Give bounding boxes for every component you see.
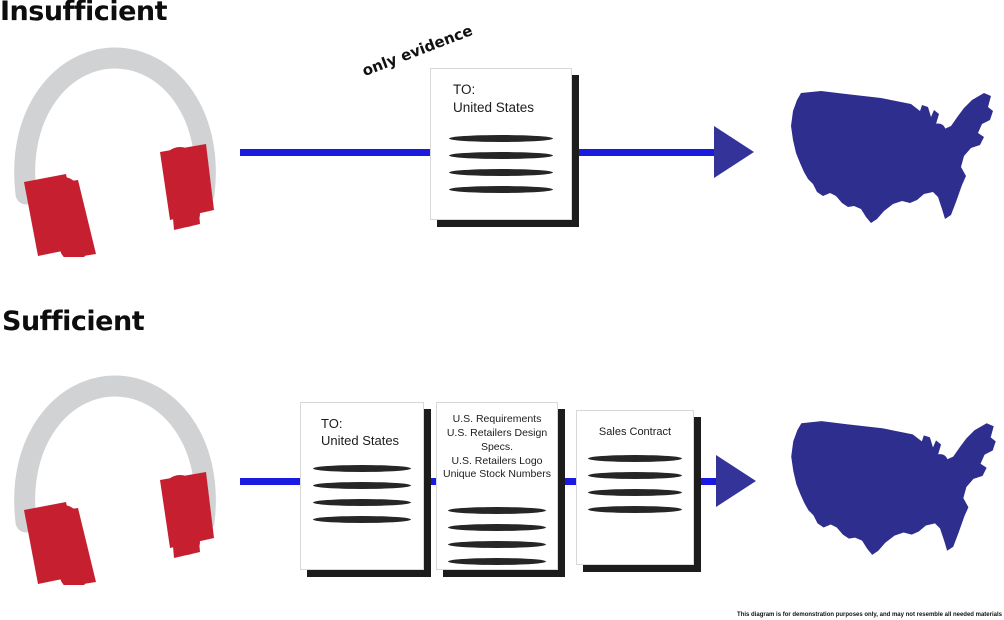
document-text-line xyxy=(448,541,546,548)
document-text-line xyxy=(448,507,546,514)
us-map-icon xyxy=(791,91,993,223)
shipping-document-insufficient: TO: United States xyxy=(430,68,572,220)
document-destination: United States xyxy=(321,433,400,449)
document-body-lines xyxy=(431,135,571,203)
document-text-line xyxy=(449,135,553,142)
requirement-item: U.S. Retailers Logo xyxy=(451,454,543,467)
section-heading-insufficient: Insufficient xyxy=(0,0,168,27)
headphones-product-row2 xyxy=(8,370,223,585)
document-to-label: TO: xyxy=(321,416,343,431)
requirements-list: U.S. Requirements U.S. Retailers Design … xyxy=(437,413,557,482)
document-body-lines xyxy=(301,465,423,533)
flow-arrow-line-row2-right xyxy=(690,478,722,485)
requirements-document: U.S. Requirements U.S. Retailers Design … xyxy=(436,402,558,570)
flow-arrow-line-row1-left xyxy=(240,149,432,156)
document-text-line xyxy=(588,489,682,496)
document-text-line xyxy=(449,152,553,159)
document-text-line xyxy=(449,186,553,193)
document-title-block: TO: United States xyxy=(431,81,571,117)
united-states-map-row1 xyxy=(786,78,1001,238)
section-heading-sufficient: Sufficient xyxy=(2,306,145,337)
document-text-line xyxy=(588,506,682,513)
headphones-icon xyxy=(14,375,216,585)
flow-arrow-head-row2 xyxy=(716,455,756,507)
document-text-line xyxy=(449,169,553,176)
document-text-line xyxy=(313,516,411,523)
document-body-lines xyxy=(437,507,557,575)
sales-contract-title: Sales Contract xyxy=(598,426,672,438)
requirement-item: U.S. Requirements xyxy=(452,413,542,425)
document-body-lines xyxy=(577,455,693,523)
document-text-line xyxy=(588,455,682,462)
headphones-icon xyxy=(14,47,216,257)
flow-arrow-line-row1-right xyxy=(566,149,721,156)
shipping-document-sufficient: TO: United States xyxy=(300,402,424,570)
flow-arrow-line-row2-left xyxy=(240,478,302,485)
flow-arrow-line-row2-mid1 xyxy=(424,478,440,485)
us-map-icon xyxy=(791,421,996,555)
headphones-product-row1 xyxy=(8,42,223,257)
document-destination: United States xyxy=(453,99,535,115)
document-text-line xyxy=(448,524,546,531)
requirement-item: Unique Stock Numbers xyxy=(443,468,551,481)
document-title-block: TO: United States xyxy=(301,415,423,449)
requirement-item: U.S. Retailers Design Specs. xyxy=(446,426,548,453)
document-to-label: TO: xyxy=(453,82,476,97)
document-text-line xyxy=(313,499,411,506)
document-text-line xyxy=(313,465,411,472)
united-states-map-row2 xyxy=(786,408,1004,570)
document-text-line xyxy=(588,472,682,479)
document-text-line xyxy=(448,558,546,565)
document-text-line xyxy=(313,482,411,489)
document-title-block: Sales Contract xyxy=(577,425,693,440)
disclaimer-footnote: This diagram is for demonstration purpos… xyxy=(737,612,1002,618)
flow-arrow-head-row1 xyxy=(714,126,754,178)
flow-arrow-line-row2-mid2 xyxy=(556,478,580,485)
sales-contract-document: Sales Contract xyxy=(576,410,694,565)
